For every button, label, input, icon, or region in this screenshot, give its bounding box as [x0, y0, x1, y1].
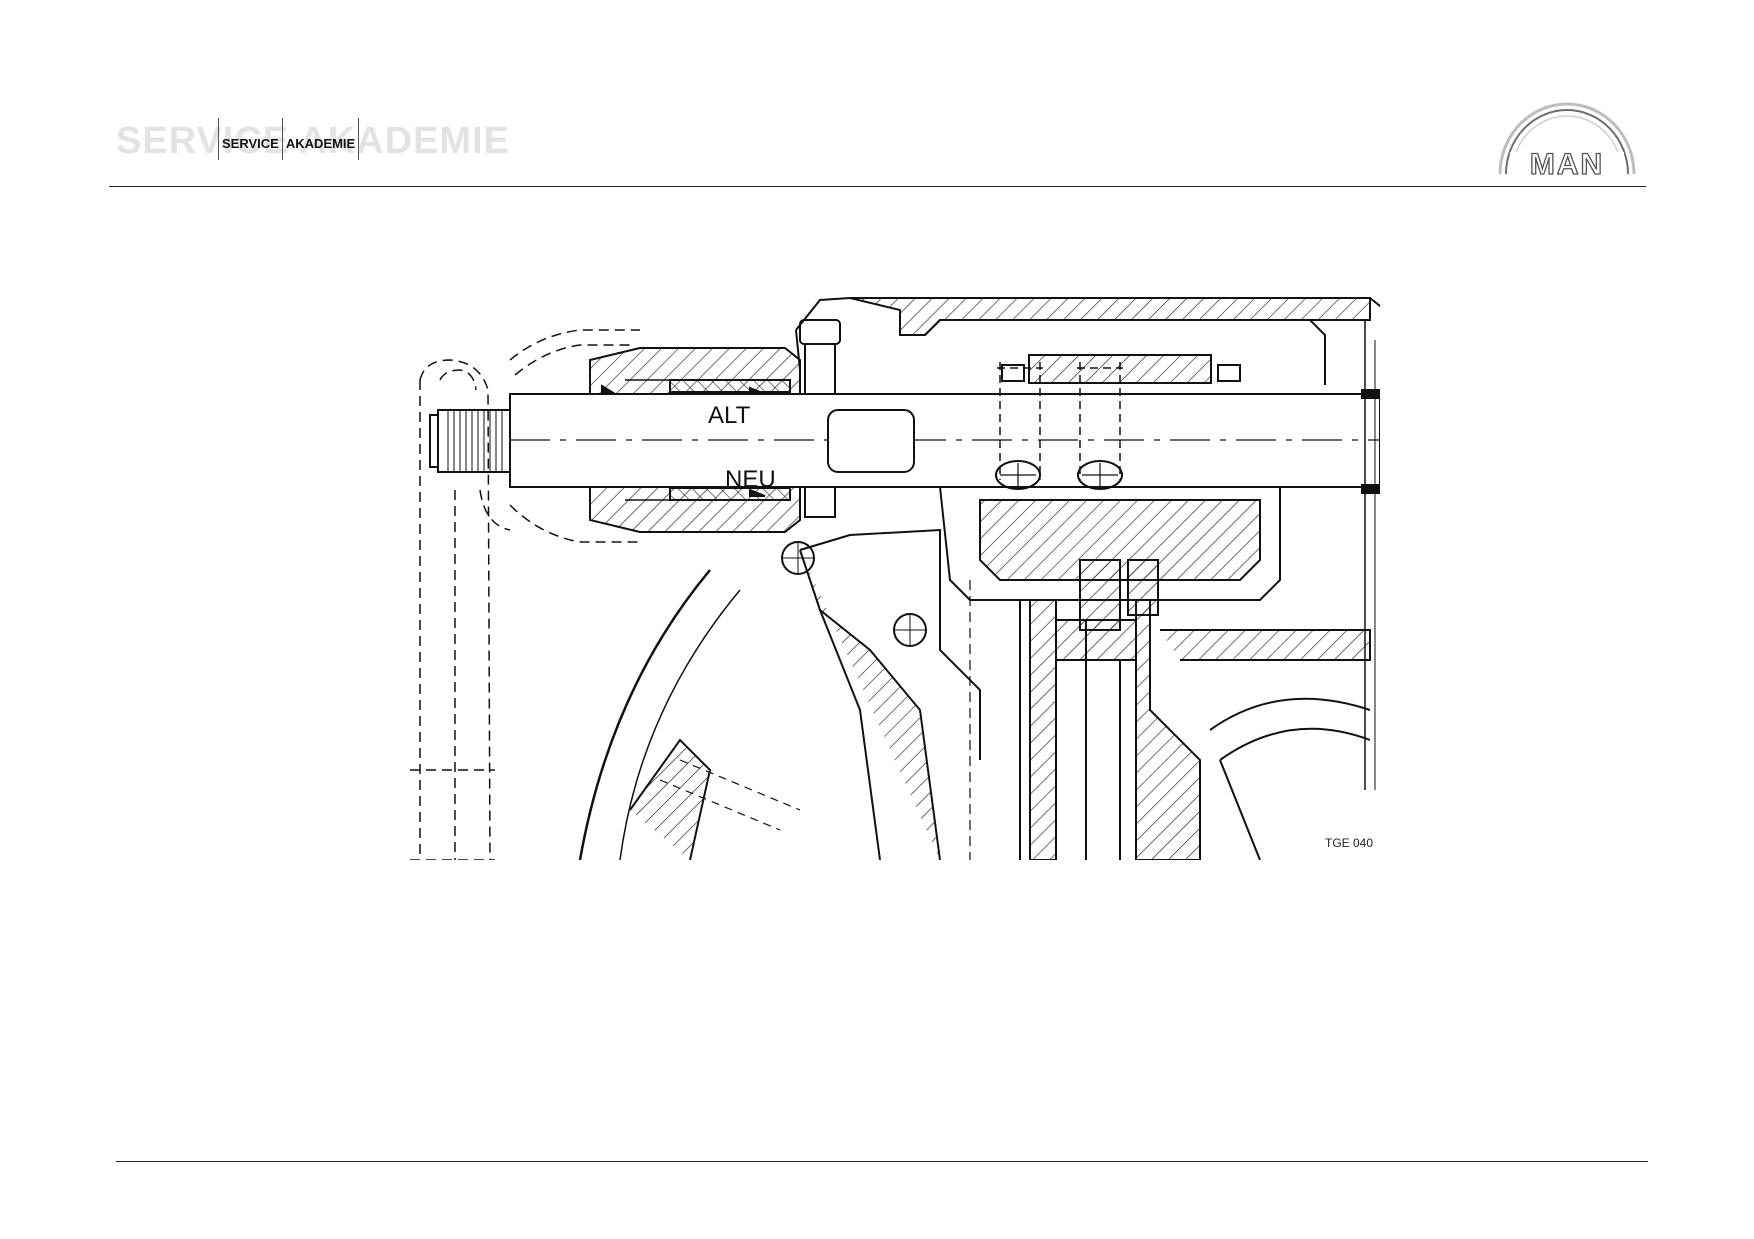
- footer-rule: [116, 1161, 1648, 1162]
- brand-word-service: SERVICE: [218, 118, 282, 160]
- man-logo: MAN: [1498, 102, 1636, 178]
- brand-label: SERVICE AKADEMIE: [218, 118, 360, 160]
- label-alt: ALT: [708, 402, 751, 429]
- figure-reference: TGE 040: [1325, 836, 1374, 850]
- service-akademie-brand: SERVICE AKADEMIE SERVICE AKADEMIE: [116, 118, 509, 190]
- brand-watermark-text: SERVICE AKADEMIE: [116, 120, 510, 162]
- brand-word-akademie: AKADEMIE: [281, 118, 360, 160]
- header-rule: [109, 186, 1646, 187]
- svg-text:MAN: MAN: [1530, 148, 1604, 178]
- label-neu: NEU: [725, 466, 776, 493]
- gearbox-cross-section-drawing: ALT NEU: [410, 297, 1380, 860]
